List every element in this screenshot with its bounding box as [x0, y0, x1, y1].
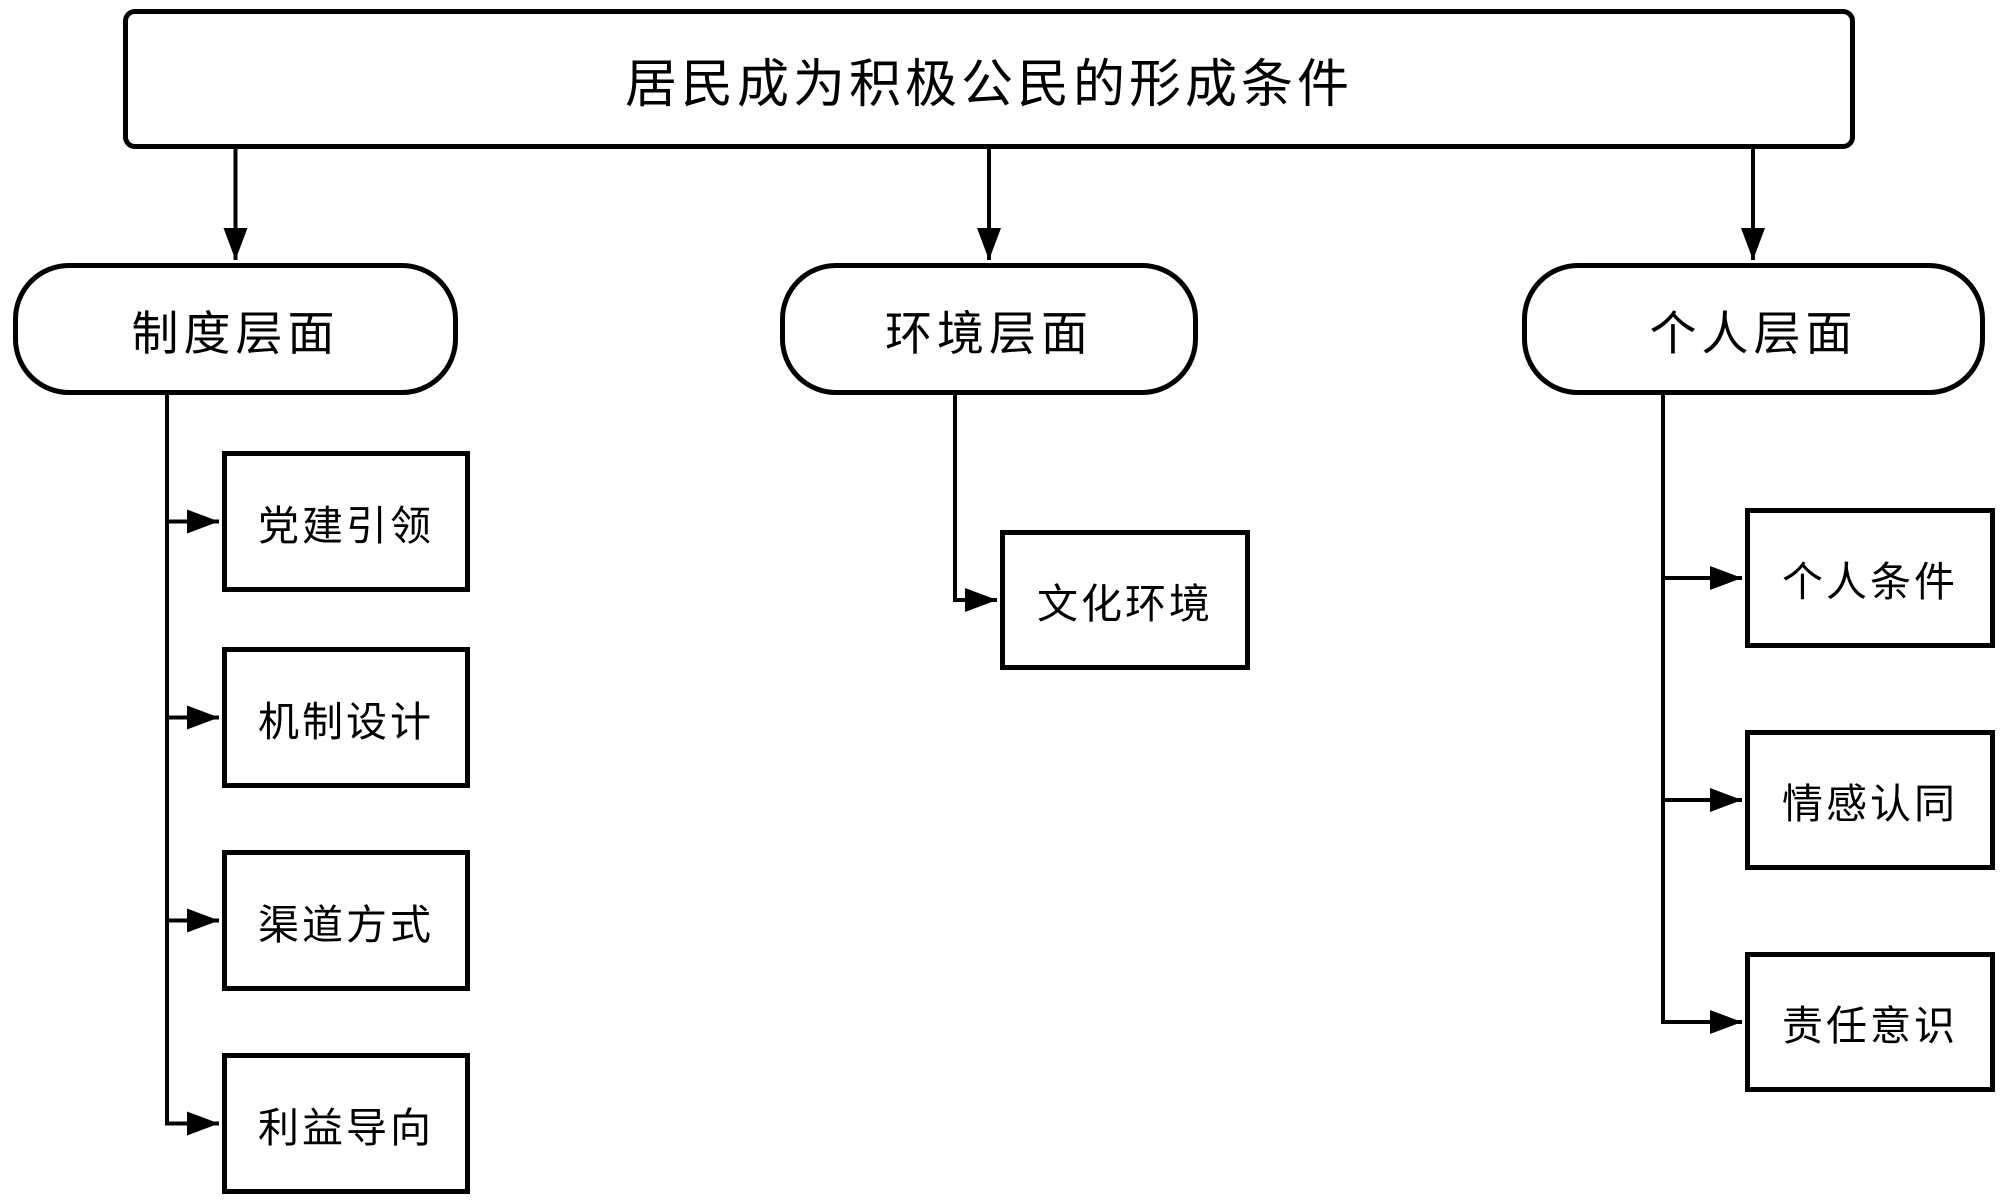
- leaf-node-mechanism-design: 机制设计: [222, 647, 470, 788]
- leaf-node-label: 文化环境: [1037, 581, 1213, 627]
- branch-node-personal: 个人层面: [1522, 263, 1985, 395]
- leaf-node-emotional-identification: 情感认同: [1745, 730, 1995, 870]
- leaf-node-label: 责任意识: [1782, 1003, 1958, 1049]
- branch-node-environment: 环境层面: [780, 263, 1198, 395]
- leaf-node-cultural-environment: 文化环境: [1000, 530, 1250, 670]
- arrow-environment-to-leaf-1: [953, 394, 997, 612]
- arrow-institution-to-leaf-4: [165, 394, 219, 1136]
- branch-node-environment-label: 环境层面: [885, 306, 1093, 360]
- leaf-node-channel-method: 渠道方式: [222, 850, 470, 991]
- leaf-node-party-building: 党建引领: [222, 451, 470, 592]
- branch-node-institution-label: 制度层面: [131, 306, 340, 360]
- root-node: 居民成为积极公民的形成条件: [123, 9, 1855, 149]
- leaf-node-label: 个人条件: [1782, 559, 1958, 605]
- root-node-label: 居民成为积极公民的形成条件: [624, 55, 1353, 114]
- leaf-node-label: 情感认同: [1782, 781, 1958, 827]
- leaf-node-interest-orientation: 利益导向: [222, 1053, 470, 1194]
- arrow-personal-to-leaf-3: [1661, 394, 1742, 1034]
- leaf-node-label: 机制设计: [258, 698, 434, 745]
- leaf-node-label: 渠道方式: [258, 901, 434, 948]
- leaf-node-label: 党建引领: [258, 502, 434, 549]
- leaf-node-responsibility-awareness: 责任意识: [1745, 952, 1995, 1092]
- branch-node-personal-label: 个人层面: [1649, 306, 1858, 360]
- branch-node-institution: 制度层面: [13, 263, 458, 395]
- leaf-node-personal-conditions: 个人条件: [1745, 508, 1995, 648]
- leaf-node-label: 利益导向: [258, 1104, 434, 1151]
